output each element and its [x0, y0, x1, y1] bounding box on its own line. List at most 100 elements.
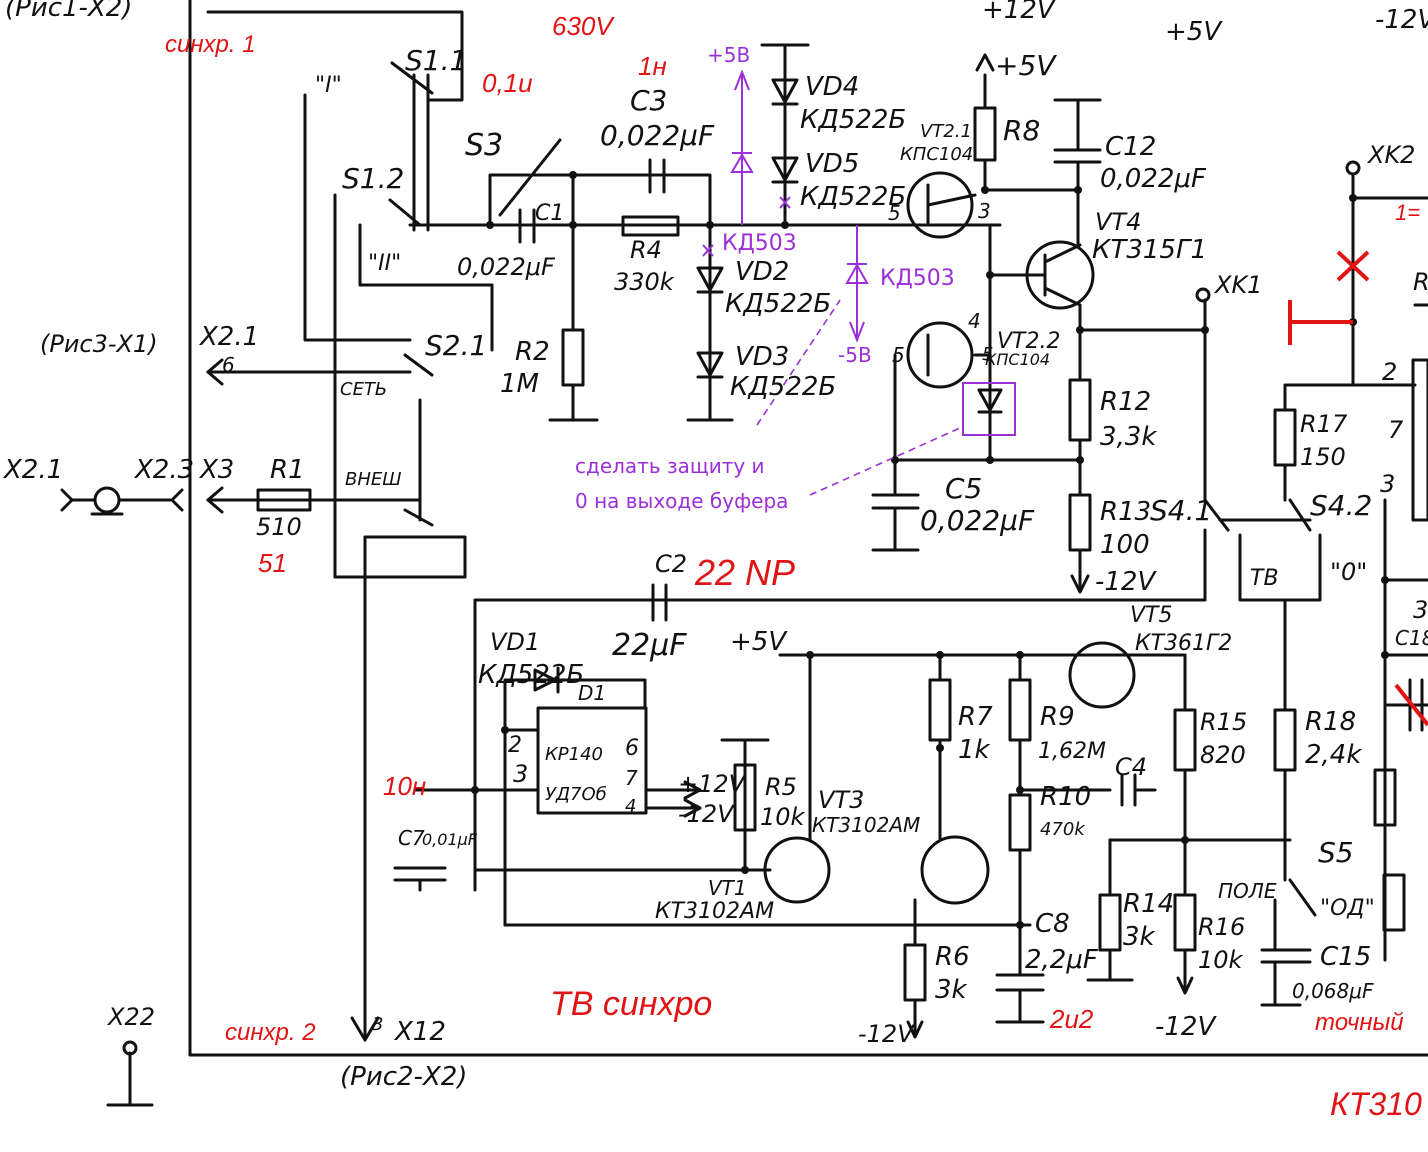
label-vt21t: КПС104	[900, 144, 973, 165]
label-d1a: КР140	[545, 744, 603, 765]
black-labels: (Рис1-X2) +12V +5V -12V S1.1 S1.2 S2.1 S…	[2, 0, 1428, 1092]
label-r4v: 330k	[614, 268, 675, 296]
label-r15v: 820	[1200, 741, 1246, 769]
label-r13v: 100	[1100, 530, 1150, 560]
switch-block	[206, 10, 494, 1042]
label-pole: ПОЛЕ	[1218, 879, 1277, 903]
label-top-m12: -12V	[1375, 5, 1428, 35]
label-set: СЕТЬ	[340, 379, 387, 400]
label-pin3: 3	[513, 760, 528, 788]
label-xk2: XK2	[1366, 141, 1415, 169]
label-vnesh: ВНЕШ	[345, 469, 402, 490]
label-p12i: +12V	[678, 770, 747, 798]
note-2u2: 2u2	[1049, 1004, 1094, 1034]
label-pin6b: 6	[625, 736, 639, 761]
label-pin5b: 5	[892, 343, 905, 367]
red-annotations: синхр. 1 630V 0,1u 1н 22 NP 10н 51 ТВ си…	[165, 11, 1422, 1122]
label-vt1: VT1	[708, 876, 747, 900]
label-r-edge3: 3	[1413, 596, 1428, 624]
label-m12b: -12V	[1155, 1012, 1217, 1042]
label-c5: C5	[945, 472, 982, 505]
label-c5v: 0,022μF	[920, 504, 1035, 537]
label-r2: R2	[515, 337, 550, 367]
red-marks	[1288, 250, 1428, 727]
label-pin2b: 2	[1382, 358, 1397, 386]
label-pin3d: 3	[372, 1014, 383, 1035]
label-sw-ii: "II"	[368, 251, 401, 276]
label-c7: C7	[398, 826, 425, 850]
label-c7v: 0,01μF	[422, 830, 478, 849]
label-c4: C4	[1115, 753, 1147, 781]
note-protect-1: сделать защиту и	[575, 454, 765, 478]
label-vd1: VD1	[490, 628, 540, 656]
note-m5b: -5В	[838, 343, 872, 367]
note-kt310: КТ310	[1330, 1086, 1422, 1122]
label-r5v: 10k	[760, 803, 806, 831]
note-kd503b: КД503	[880, 266, 955, 291]
note-tv-sinhro: ТВ синхро	[550, 985, 712, 1023]
label-r-edge1: R	[1413, 268, 1428, 296]
label-vt22: VT2.2	[997, 329, 1060, 354]
label-vd4: VD4	[805, 72, 859, 102]
label-c3v: 0,022μF	[600, 119, 715, 152]
label-x21-in: X2.1	[2, 455, 63, 485]
label-r18v: 2,4k	[1305, 740, 1362, 770]
label-r13: R13	[1100, 497, 1151, 527]
label-sw-i: "I"	[315, 73, 342, 98]
label-c3: C3	[630, 84, 667, 117]
label-pin3b: 3	[978, 199, 991, 223]
label-vd2: VD2	[735, 257, 789, 287]
label-r7v: 1k	[958, 735, 991, 765]
label-top-left: (Рис1-X2)	[5, 0, 132, 23]
label-s11: S1.1	[405, 44, 467, 77]
label-vd5t: КД522Б	[800, 182, 906, 212]
label-vt21: VT2.1	[920, 121, 972, 142]
label-vt5t: КТ361Г2	[1135, 631, 1232, 656]
label-c8: C8	[1035, 909, 1070, 939]
tv-sync-section	[393, 528, 1317, 1039]
note-1n: 1н	[638, 51, 667, 81]
label-c1: C1	[535, 201, 564, 226]
label-vt3: VT3	[818, 786, 864, 814]
label-r6: R6	[935, 942, 970, 972]
diode-chain	[686, 43, 810, 422]
label-vd3t: КД522Б	[730, 372, 836, 402]
label-s42: S4.2	[1310, 489, 1372, 522]
label-ric2: (Рис2-X2)	[340, 1062, 467, 1092]
note-10n: 10н	[383, 771, 426, 801]
label-s3: S3	[465, 128, 503, 163]
label-m12i: -12V	[678, 800, 735, 828]
label-s12: S1.2	[342, 162, 404, 195]
label-zero: "0"	[1330, 558, 1367, 586]
label-vt22t: КПС104	[985, 350, 1050, 369]
label-s5: S5	[1318, 836, 1354, 869]
label-r4: R4	[630, 236, 662, 264]
label-pin7b: 7	[1388, 416, 1404, 444]
label-d1b: УД7Об	[545, 784, 607, 805]
label-m12a: -12V	[1095, 567, 1157, 597]
label-tv: ТВ	[1250, 566, 1279, 591]
label-r16v: 10k	[1198, 946, 1244, 974]
label-vd5: VD5	[805, 149, 859, 179]
label-vt1t: КТ3102АМ	[655, 899, 774, 924]
label-r1: R1	[270, 455, 305, 485]
label-c2v: 22μF	[612, 628, 687, 663]
label-vd2t: КД522Б	[725, 289, 831, 319]
note-630v: 630V	[552, 11, 615, 41]
label-r2v: 1M	[500, 369, 539, 399]
label-c12v: 0,022μF	[1100, 164, 1207, 194]
label-vt5: VT5	[1130, 603, 1173, 628]
label-x22: X22	[106, 1003, 155, 1031]
label-vt3t: КТ3102АМ	[812, 813, 920, 837]
note-sinhr1: синхр. 1	[165, 31, 256, 58]
label-r17v: 150	[1300, 443, 1346, 471]
label-p5v: +5V	[995, 49, 1057, 82]
label-top-p12: +12V	[982, 0, 1057, 25]
label-r17: R17	[1300, 410, 1348, 438]
note-22np: 22 NP	[694, 552, 795, 593]
label-c15v: 0,068μF	[1292, 979, 1374, 1003]
label-r9: R9	[1040, 702, 1075, 732]
label-c12: C12	[1105, 132, 1156, 162]
label-c1v: 0,022μF	[457, 253, 556, 281]
